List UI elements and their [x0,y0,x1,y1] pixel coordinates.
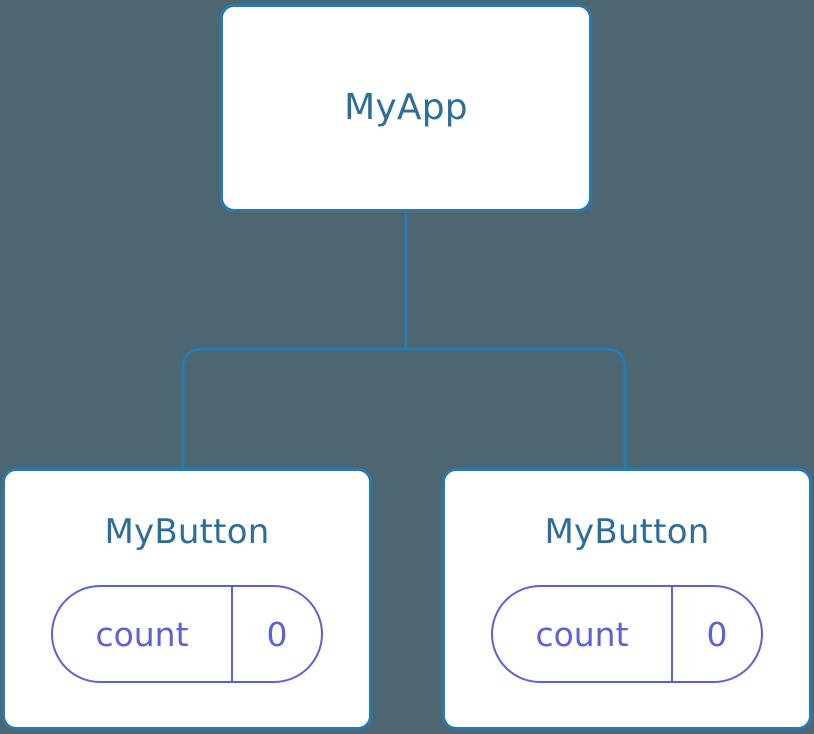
state-key: count [535,614,629,654]
state-key: count [95,614,189,654]
state-pill[interactable]: count 0 [51,585,323,683]
state-value: 0 [231,587,321,681]
node-title: MyButton [544,512,710,552]
edge-root-to-child-1 [406,347,627,472]
node-mybutton-1[interactable]: MyButton count 0 [442,468,812,730]
node-title: MyApp [344,87,468,128]
node-myapp[interactable]: MyApp [220,4,592,212]
edge-root-to-child-0 [181,347,406,472]
node-title: MyButton [104,512,270,552]
node-mybutton-0[interactable]: MyButton count 0 [2,468,372,730]
state-value: 0 [671,587,761,681]
state-pill[interactable]: count 0 [491,585,763,683]
